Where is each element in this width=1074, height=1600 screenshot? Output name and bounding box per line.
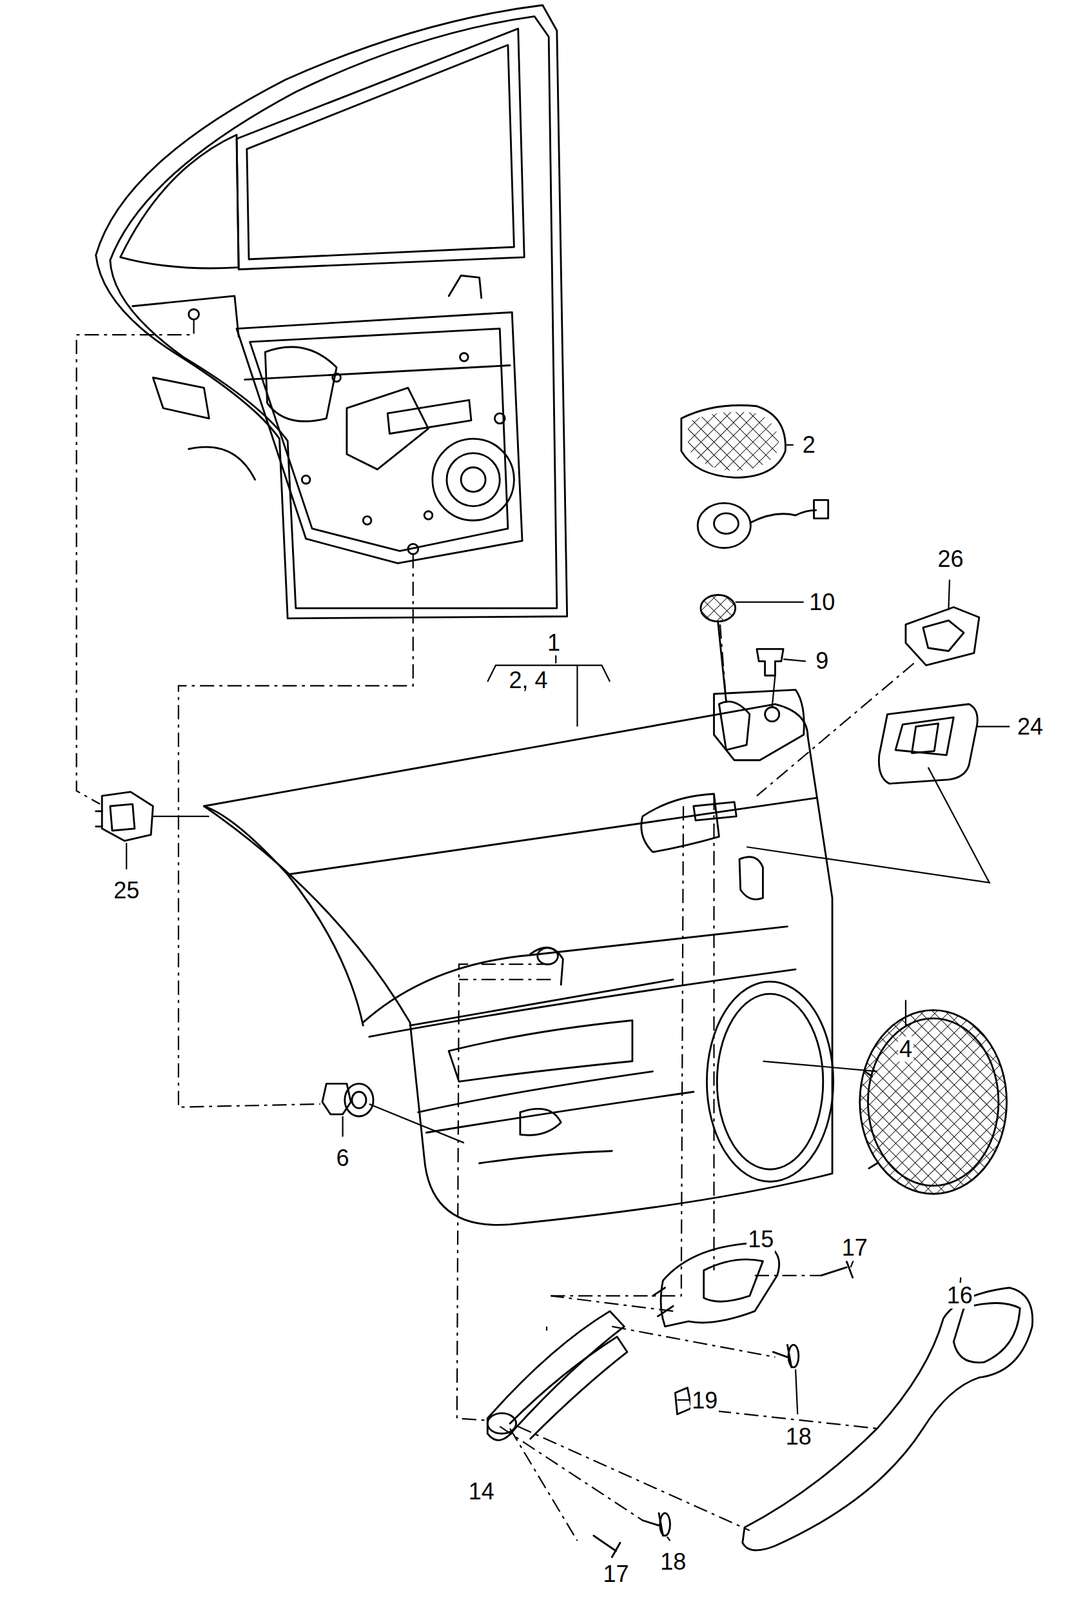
callout-number: 18 (784, 1423, 813, 1450)
callout-number: 1 (546, 629, 562, 656)
door-shell (96, 5, 568, 619)
door-speaker (432, 438, 515, 521)
clip (674, 1387, 692, 1414)
callout-number: 15 (746, 1226, 775, 1253)
callout-number: 18 (658, 1549, 688, 1575)
speaker-grille (859, 1009, 1007, 1194)
callout-number: 19 (690, 1387, 719, 1414)
screw (821, 1260, 853, 1278)
callout-number: 14 (467, 1478, 496, 1504)
callout-number: 17 (840, 1234, 869, 1261)
screw (593, 1534, 621, 1557)
callout-number: 24 (1015, 713, 1045, 740)
callout-number: 25 (112, 878, 141, 904)
callout-number: 6 (335, 1144, 351, 1171)
switch-trim (878, 703, 978, 784)
callout-number: 17 (602, 1561, 631, 1588)
clip (101, 791, 153, 841)
door-grip (742, 1287, 1033, 1550)
handle-bracket (487, 1310, 625, 1440)
tweeter-housing (700, 594, 736, 621)
window-frame (120, 134, 240, 269)
tweeter (697, 502, 751, 548)
callout-number: 26 (936, 546, 966, 572)
callout-number: 10 (807, 589, 837, 616)
callout-number: 2 (801, 431, 817, 458)
callout-number: 9 (814, 648, 830, 675)
switch-housing (905, 606, 980, 665)
callout-number: 16 (945, 1282, 975, 1309)
callout-number: 4 (898, 1035, 914, 1062)
callout-number: 2, 4 (507, 667, 550, 694)
door-handle (660, 1242, 780, 1327)
speaker-recess (706, 981, 833, 1182)
clip (756, 648, 784, 675)
tweeter-grille (685, 409, 782, 474)
door-inner-panel (236, 312, 523, 563)
